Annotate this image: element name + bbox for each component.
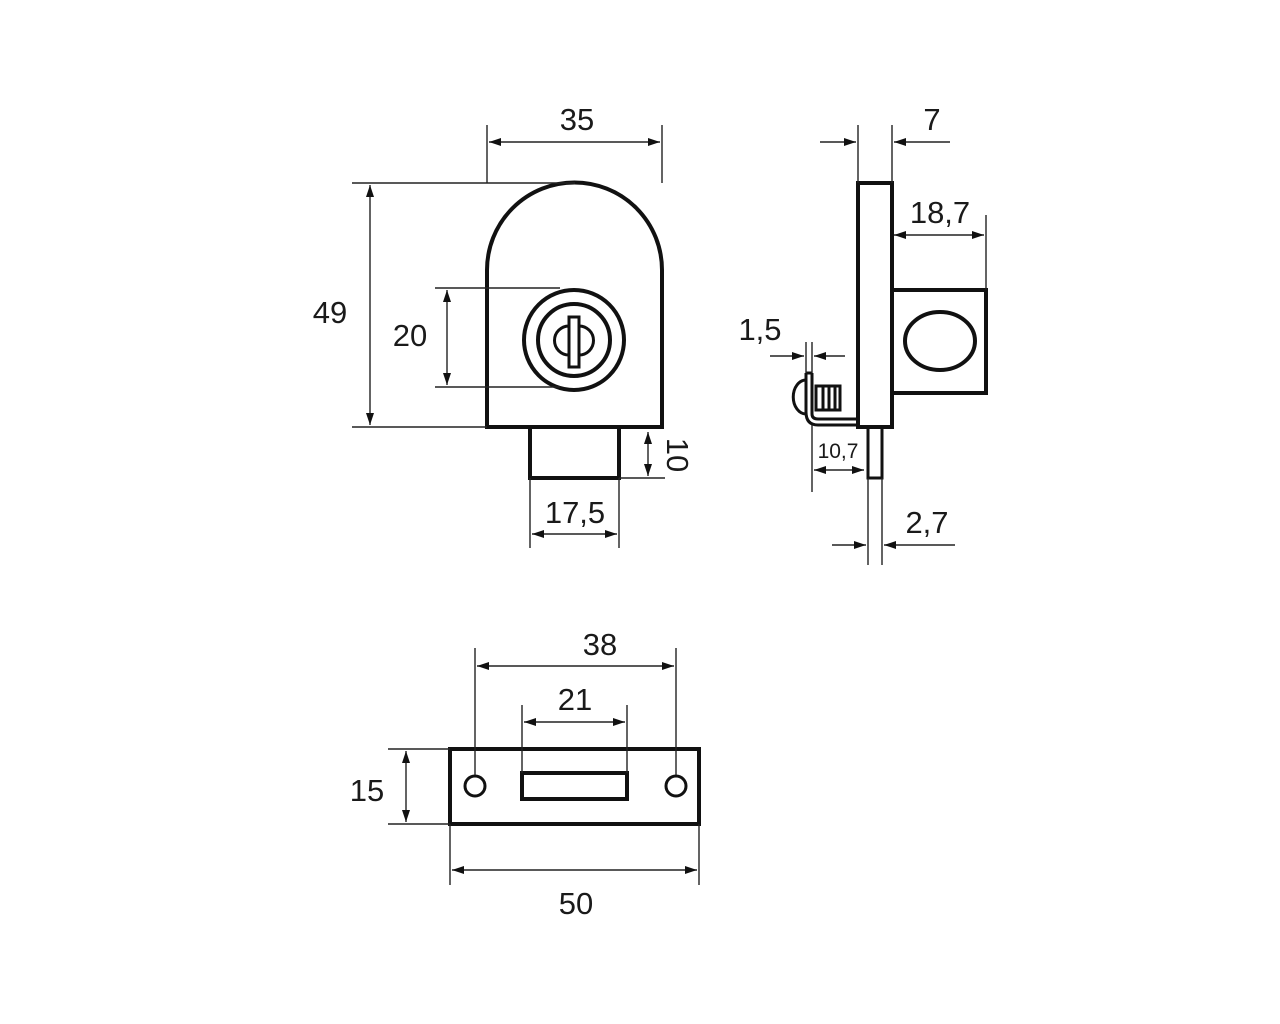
dim-cylinder-height-10: 10 xyxy=(660,438,695,472)
front-view: 35 49 20 10 17,5 xyxy=(313,102,695,548)
dim-width-35: 35 xyxy=(560,102,594,137)
screw-thread-icon xyxy=(814,384,842,412)
dim-plate-thickness-7: 7 xyxy=(923,102,940,137)
bracket xyxy=(804,371,858,427)
dim-hole-spacing-38: 38 xyxy=(583,627,617,662)
screw-head xyxy=(791,378,807,416)
latch-slot xyxy=(520,771,629,801)
dim-height-49: 49 xyxy=(313,295,347,330)
dim-block-depth-18-7: 18,7 xyxy=(910,195,970,230)
side-view: 7 18,7 1,5 10,7 2,7 xyxy=(738,102,988,565)
keyhole-icon xyxy=(553,315,595,369)
dim-slot-width-21: 21 xyxy=(558,682,592,717)
lock-inner-ring xyxy=(536,302,612,378)
dim-bracket-thickness-1-5: 1,5 xyxy=(738,312,781,347)
dim-bracket-length-10-7: 10,7 xyxy=(818,440,859,463)
side-plate xyxy=(856,181,894,429)
strike-plate-view: 38 21 15 50 xyxy=(350,627,701,921)
lock-block xyxy=(890,288,988,395)
dim-pin-width-2-7: 2,7 xyxy=(905,505,948,540)
lock-cylinder xyxy=(528,425,621,480)
strike-plate xyxy=(448,747,701,826)
dim-plate-width-50: 50 xyxy=(559,886,593,921)
lock-outer-ring xyxy=(522,288,626,392)
dim-plate-height-15: 15 xyxy=(350,773,384,808)
mounting-hole-right xyxy=(664,774,688,798)
dim-lock-diameter-20: 20 xyxy=(393,318,427,353)
mounting-hole-left xyxy=(463,774,487,798)
pin xyxy=(866,425,884,480)
dim-cylinder-width-17-5: 17,5 xyxy=(545,495,605,530)
lock-body xyxy=(485,180,664,429)
lock-ellipse xyxy=(903,310,977,372)
